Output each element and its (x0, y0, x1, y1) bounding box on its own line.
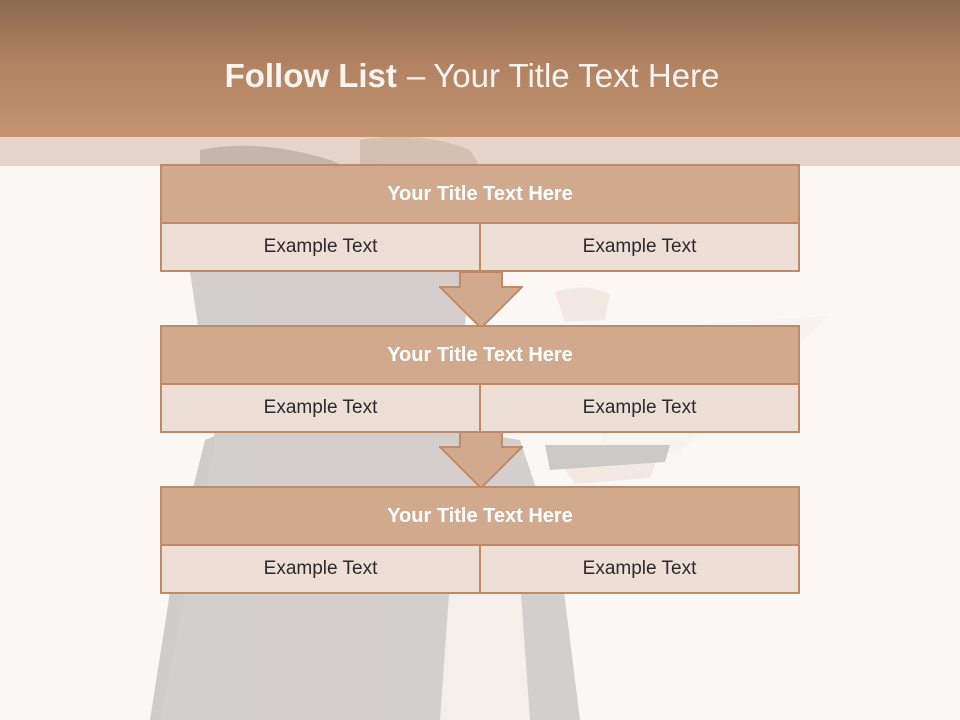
step-row: Example Text Example Text (162, 385, 798, 431)
step-title: Your Title Text Here (162, 488, 798, 546)
title-separator: – (406, 57, 426, 94)
title-bold-text: Follow List (224, 57, 397, 94)
title-rest-text: Your Title Text Here (433, 57, 720, 94)
step-right-text: Example Text (479, 224, 798, 270)
down-arrow-icon (439, 431, 523, 489)
step-right-text: Example Text (479, 385, 798, 431)
step-box-2: Your Title Text Here Example Text Exampl… (160, 325, 800, 433)
step-box-1: Your Title Text Here Example Text Exampl… (160, 164, 800, 272)
step-left-text: Example Text (162, 385, 479, 431)
down-arrow-icon (439, 271, 523, 329)
step-row: Example Text Example Text (162, 546, 798, 592)
header-band (0, 0, 960, 137)
step-left-text: Example Text (162, 546, 479, 592)
step-title: Your Title Text Here (162, 166, 798, 224)
header-subband (0, 137, 960, 166)
step-title: Your Title Text Here (162, 327, 798, 385)
step-right-text: Example Text (479, 546, 798, 592)
step-row: Example Text Example Text (162, 224, 798, 270)
step-left-text: Example Text (162, 224, 479, 270)
step-box-3: Your Title Text Here Example Text Exampl… (160, 486, 800, 594)
slide-title: Follow List–Your Title Text Here (0, 55, 944, 97)
